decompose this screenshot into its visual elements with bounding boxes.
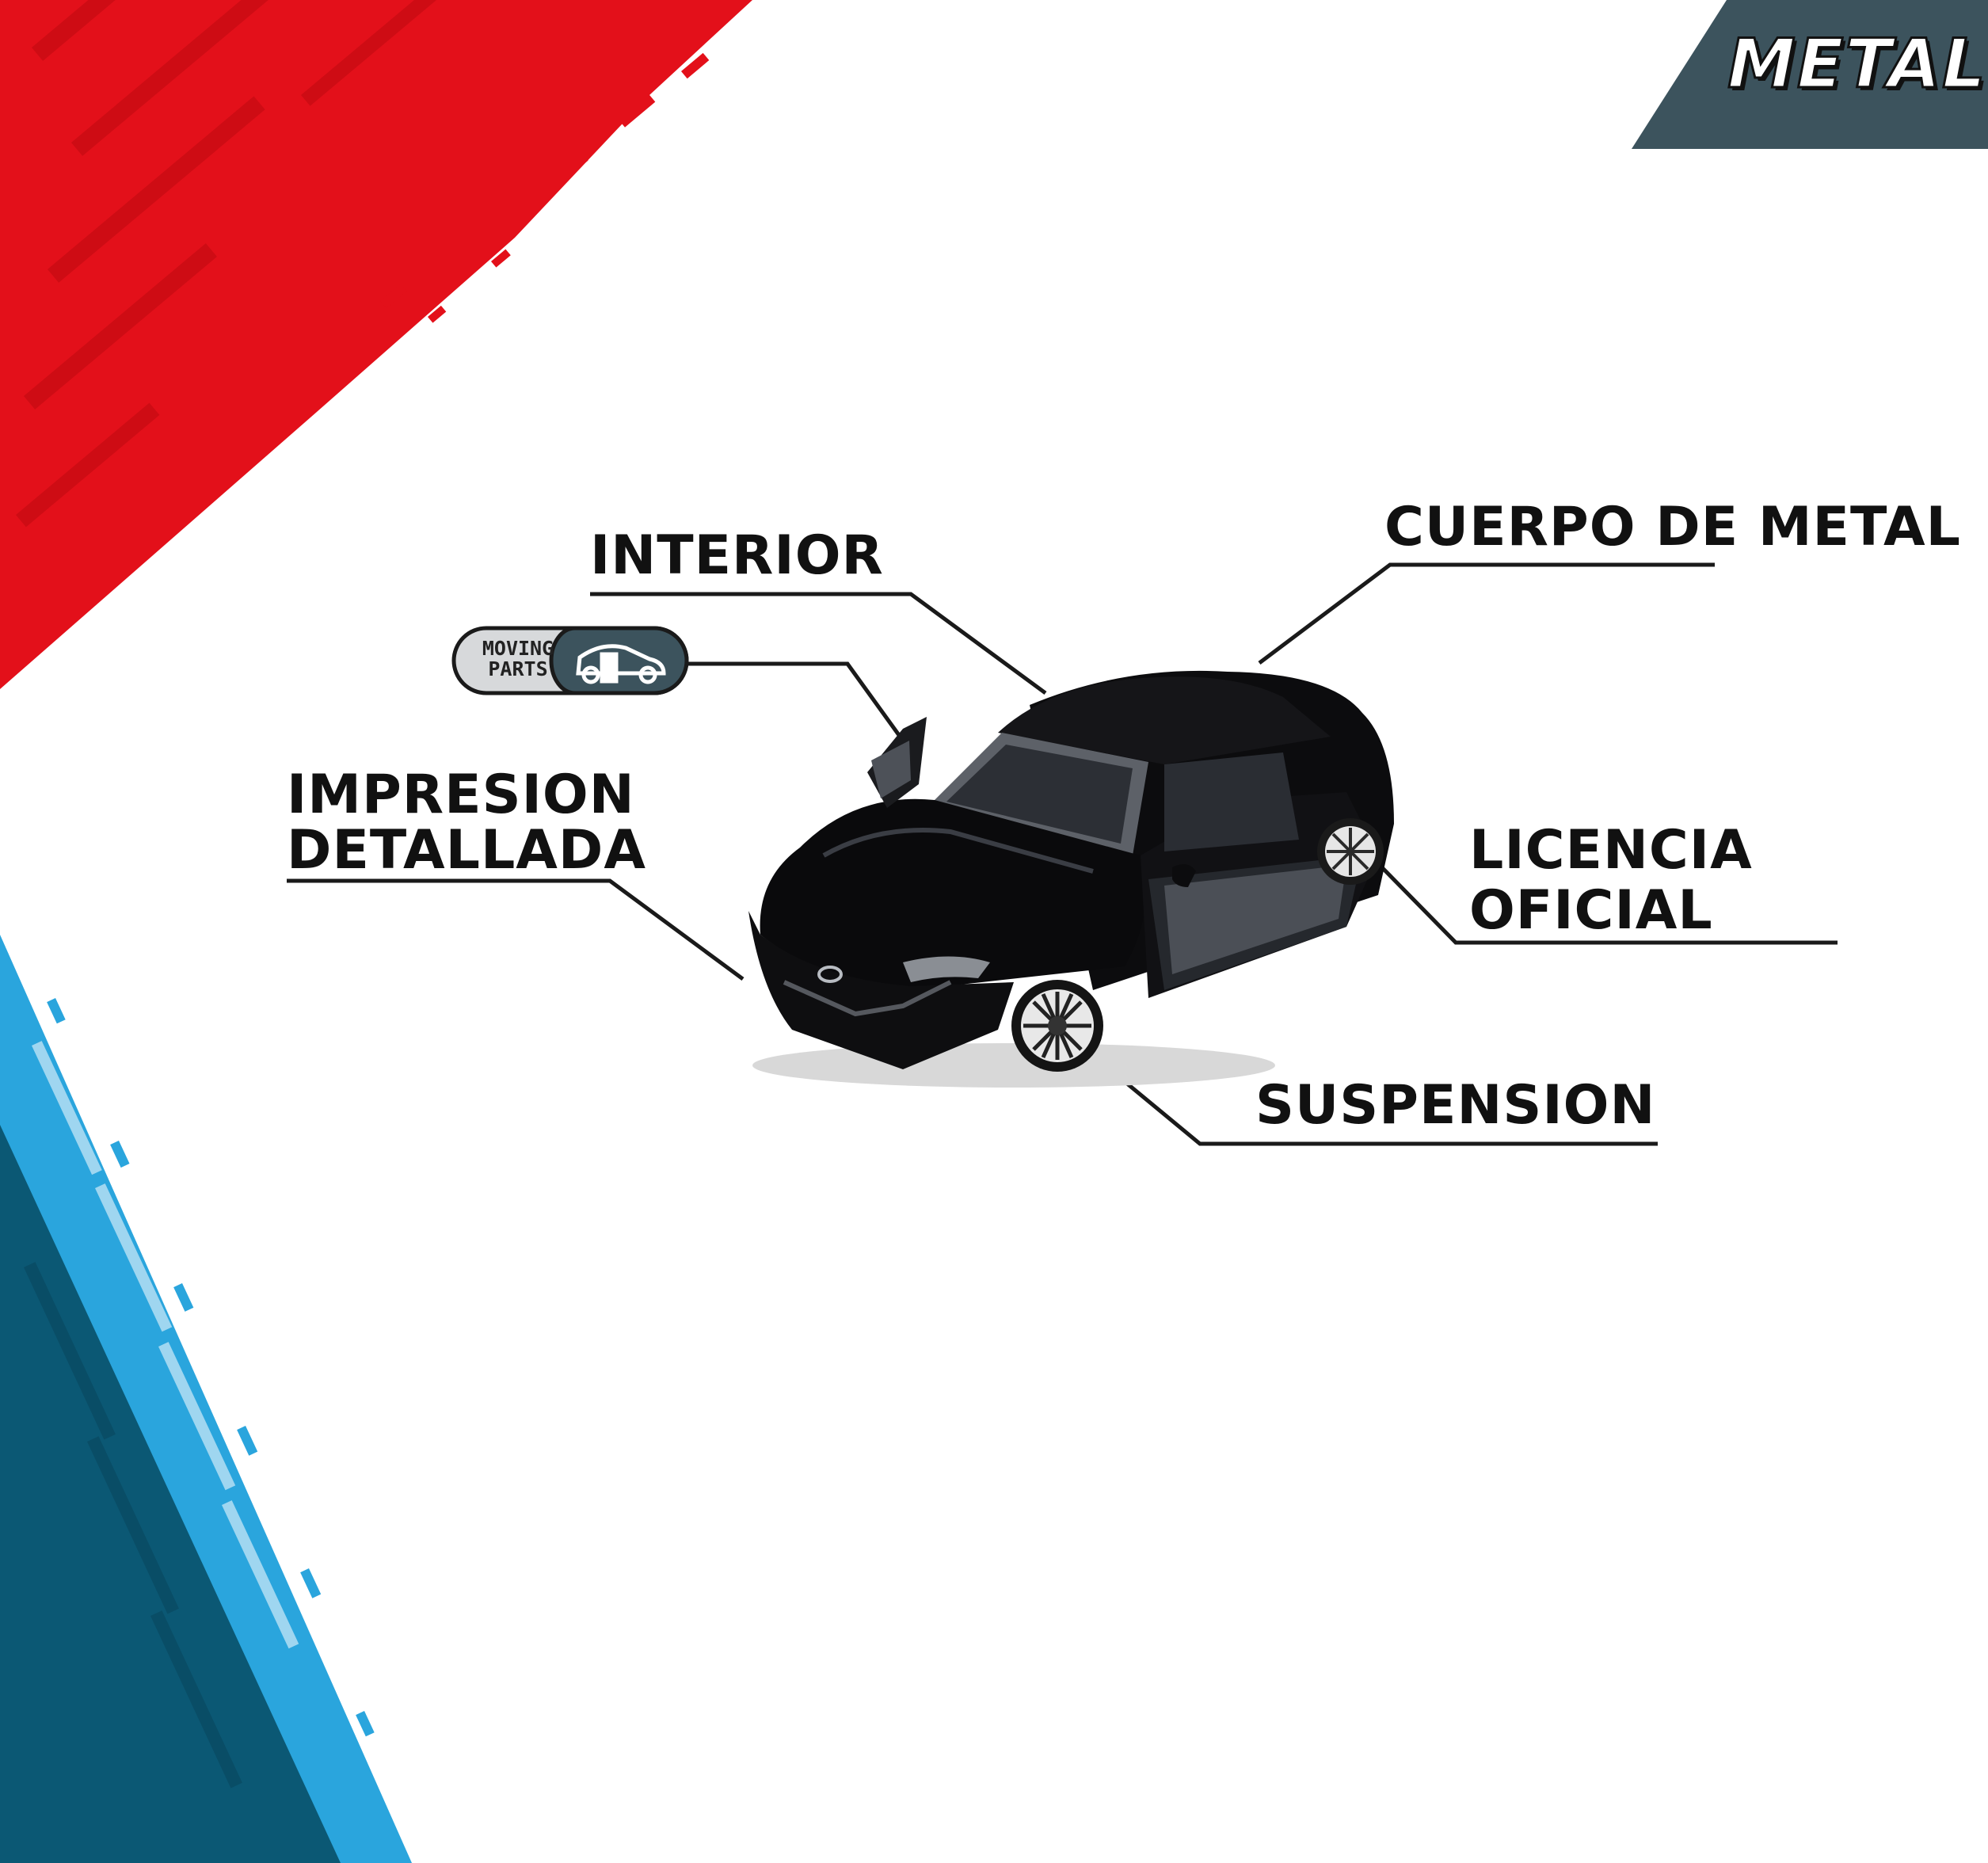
license-label-line2: OFICIAL (1469, 879, 1713, 942)
metal-badge-shape (1632, 0, 1988, 149)
car-door-icon (576, 644, 666, 684)
metal-badge-label: METAL (1727, 24, 1987, 105)
interior-leader-line (590, 592, 1047, 695)
body-leader-line (1258, 562, 1715, 665)
body-label: CUERPO DE METAL (1384, 496, 1962, 558)
moving-parts-label: MOVING PARTS (470, 638, 566, 680)
moving-parts-line2: PARTS (488, 657, 548, 680)
license-label-line1: LICENCIA (1469, 819, 1753, 882)
interior-label: INTERIOR (590, 524, 884, 587)
print-label-line1: IMPRESION (287, 764, 635, 826)
license-label: LICENCIA OFICIAL (1469, 824, 1753, 938)
license-leader-line (1369, 854, 1838, 945)
moving-parts-pill (451, 626, 689, 695)
moving-parts-line1: MOVING (482, 637, 554, 660)
print-leader-line (287, 878, 745, 981)
print-label: IMPRESION DETALLADA (287, 768, 646, 878)
print-label-line2: DETALLADA (287, 819, 646, 882)
suspension-label: SUSPENSION (1255, 1074, 1656, 1137)
moving-parts-leader-line (687, 661, 905, 742)
